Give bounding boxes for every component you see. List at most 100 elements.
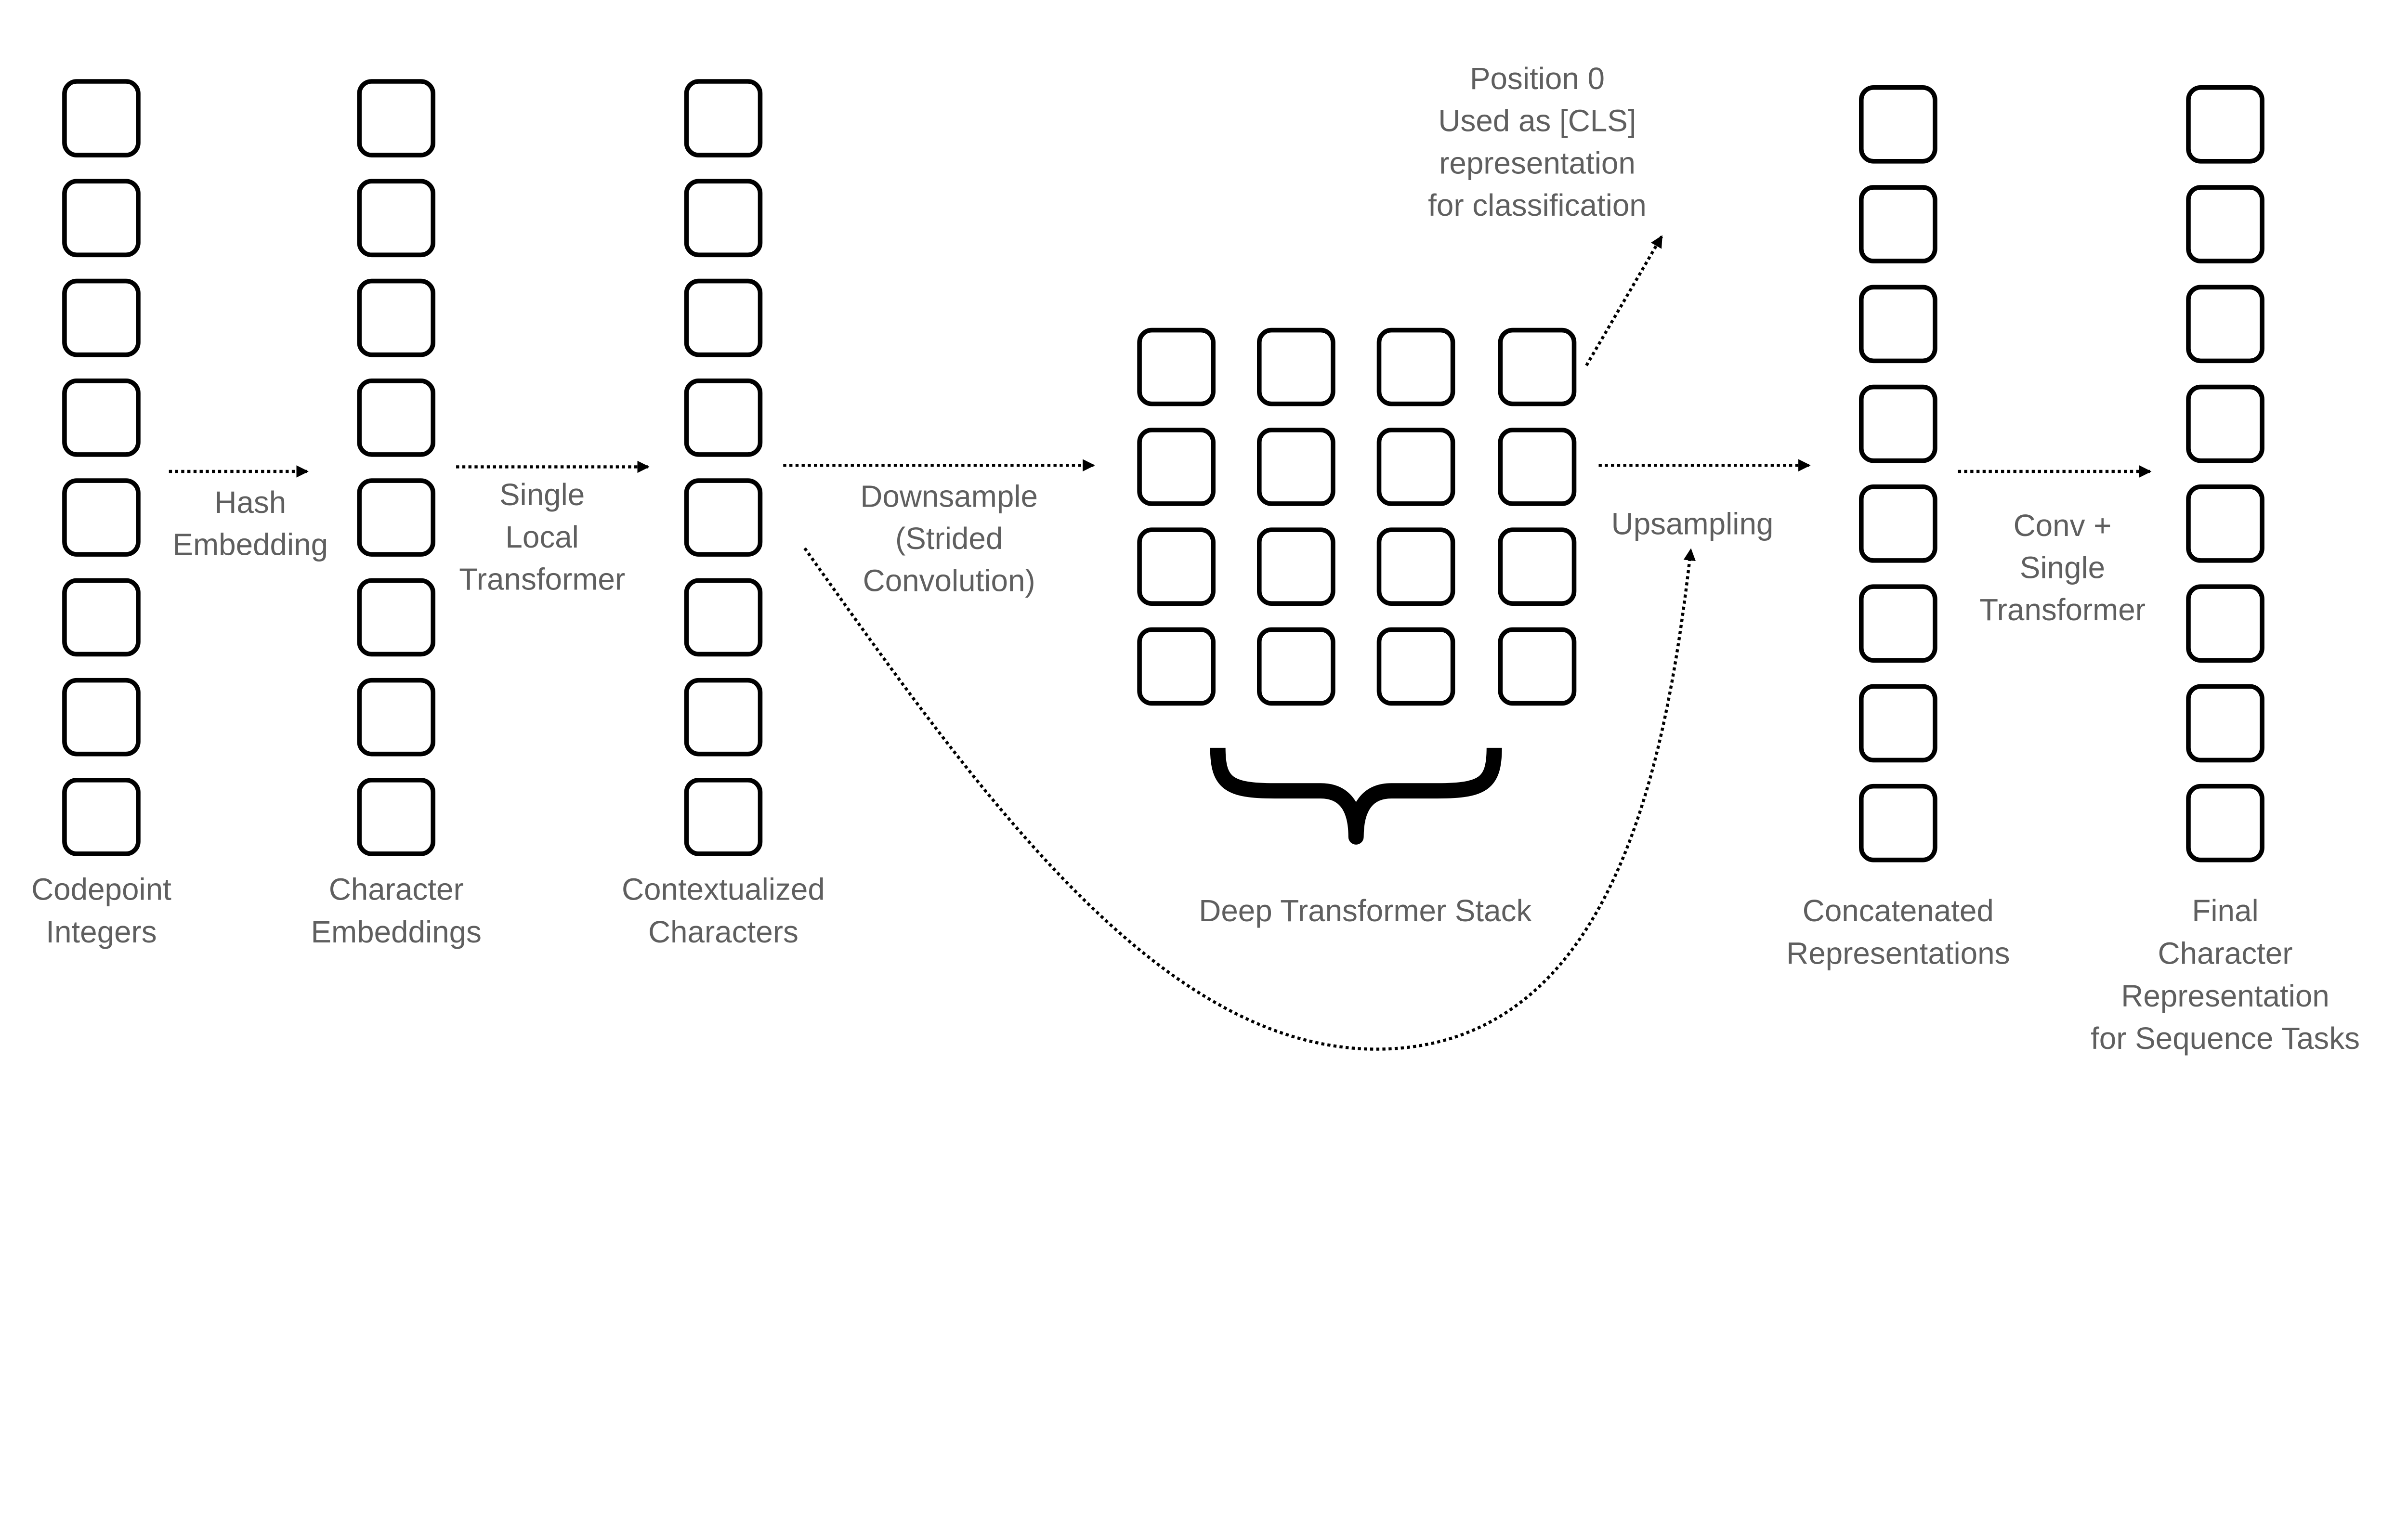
transition-label-line: (Strided — [895, 521, 1003, 556]
concatenated-cell — [1859, 584, 1937, 663]
codepoint-cell — [62, 478, 141, 557]
contextualized-cell — [684, 179, 763, 258]
deep-stack-cell — [1257, 428, 1335, 506]
transition-label-line: Transformer — [1979, 592, 2146, 627]
final-cell — [2186, 384, 2264, 463]
deep-stack-cell — [1257, 627, 1335, 706]
concatenated-label-line: Representations — [1786, 936, 2010, 971]
concatenated-cell — [1859, 285, 1937, 364]
codepoint-cell — [62, 678, 141, 757]
cls-note-line: for classification — [1428, 188, 1647, 222]
transition-label-line: Convolution) — [863, 563, 1035, 598]
codepoint-cell — [62, 278, 141, 357]
codepoint-cell — [62, 179, 141, 258]
cls-note-line: Position 0 — [1470, 61, 1605, 96]
final-cell — [2186, 784, 2264, 863]
char-emb-cell — [357, 379, 436, 457]
transition-label-line: Single — [2020, 550, 2105, 585]
deep-stack-cell — [1137, 327, 1216, 406]
deep-stack-label: Deep Transformer Stack — [1199, 893, 1531, 928]
char-emb-cell — [357, 478, 436, 557]
transition-label: Upsampling — [1611, 507, 1774, 541]
contextualized-label-line: Contextualized — [622, 872, 825, 907]
cell-boxes — [62, 79, 2264, 863]
final-cell — [2186, 285, 2264, 364]
codepoint-cell — [62, 79, 141, 157]
char-emb-cell — [357, 79, 436, 157]
brace-icon — [1210, 747, 1502, 845]
codepoint-cell — [62, 778, 141, 856]
transition-label-line: Conv + — [2014, 508, 2112, 543]
cls-note: Position 0 Used as [CLS] representation for… — [1428, 61, 1647, 222]
arrow-cls — [1585, 235, 1663, 366]
transition-label-line: Local — [505, 520, 578, 554]
transition-label-line: Embedding — [172, 527, 328, 562]
final-cell — [2186, 684, 2264, 763]
contextualized-label-line: Characters — [648, 915, 798, 949]
deep-stack-cell — [1257, 527, 1335, 606]
deep-stack-cell — [1257, 327, 1335, 406]
deep-stack-cell — [1498, 327, 1577, 406]
contextualized-cell — [684, 379, 763, 457]
char-emb-cell — [357, 179, 436, 258]
contextualized-cell — [684, 578, 763, 657]
char-emb-cell — [357, 278, 436, 357]
transition-label-line: Single — [499, 477, 585, 512]
codepoint-label-line: Integers — [46, 915, 157, 949]
concatenated-cell — [1859, 684, 1937, 763]
final-label-line: Character — [2158, 936, 2293, 971]
final-label-line: Representation — [2121, 979, 2329, 1013]
residual-skip-arrow — [803, 547, 1696, 1051]
concatenated-cell — [1859, 185, 1937, 263]
concatenated-label-line: Concatenated — [1803, 893, 1994, 928]
deep-stack-cell — [1376, 627, 1455, 706]
transition-label-line: Upsampling — [1611, 507, 1774, 541]
concatenated-cell — [1859, 85, 1937, 164]
codepoint-label-line: Codepoint — [31, 872, 171, 907]
deep-stack-cell — [1498, 627, 1577, 706]
contextualized-cell — [684, 478, 763, 557]
deep-stack-cell — [1376, 527, 1455, 606]
concatenated-cell — [1859, 784, 1937, 863]
final-cell — [2186, 185, 2264, 263]
deep-stack-label-line: Deep Transformer Stack — [1199, 893, 1531, 928]
deep-stack-cell — [1498, 428, 1577, 506]
concatenated-cell — [1859, 484, 1937, 563]
char-emb-cell — [357, 778, 436, 856]
deep-stack-cell — [1376, 327, 1455, 406]
final-cell — [2186, 484, 2264, 563]
char-emb-label-line: Character — [329, 872, 464, 907]
contextualized-cell — [684, 778, 763, 856]
contextualized-cell — [684, 79, 763, 157]
deep-stack-cell — [1137, 627, 1216, 706]
cls-note-line: Used as [CLS] — [1438, 104, 1636, 138]
char-emb-label-line: Embeddings — [311, 915, 481, 949]
codepoint-cell — [62, 379, 141, 457]
deep-stack-cell — [1137, 428, 1216, 506]
deep-stack-cell — [1498, 527, 1577, 606]
char-emb-cell — [357, 678, 436, 757]
final-label-line: for Sequence Tasks — [2091, 1021, 2360, 1056]
deep-stack-cell — [1137, 527, 1216, 606]
codepoint-cell — [62, 578, 141, 657]
transition-label-line: Hash — [214, 485, 286, 520]
final-cell — [2186, 584, 2264, 663]
contextualized-cell — [684, 678, 763, 757]
concatenated-cell — [1859, 384, 1937, 463]
deep-stack-cell — [1376, 428, 1455, 506]
transition-label-line: Transformer — [459, 562, 625, 596]
final-label-line: Final — [2192, 893, 2258, 928]
final-cell — [2186, 85, 2264, 164]
cls-note-line: representation — [1439, 145, 1636, 180]
contextualized-cell — [684, 278, 763, 357]
transition-label-line: Downsample — [860, 479, 1038, 513]
